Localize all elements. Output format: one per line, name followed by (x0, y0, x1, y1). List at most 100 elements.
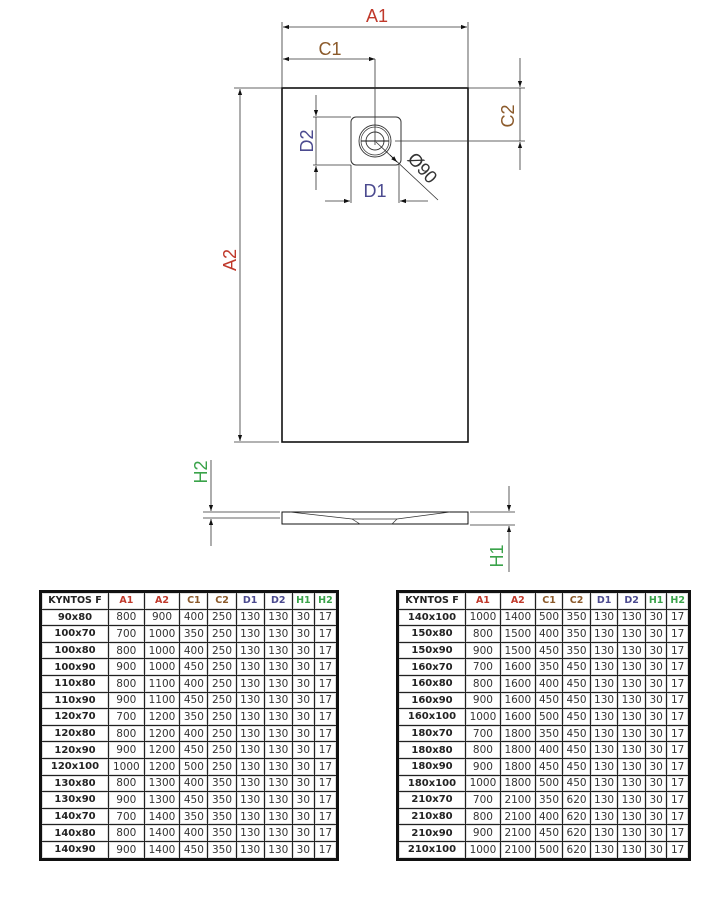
cell-a1: 800 (108, 724, 145, 743)
cell-c1: 450 (534, 757, 564, 776)
cell-c2: 620 (562, 840, 591, 860)
dim-label-a2: A2 (220, 249, 240, 271)
cell-d1: 130 (235, 757, 265, 776)
cell-model: 110x80 (40, 674, 109, 693)
cell-h2: 17 (666, 757, 690, 776)
cell-model: 150x90 (397, 641, 466, 660)
cell-c2: 250 (207, 708, 237, 726)
cell-a1: 900 (108, 691, 145, 710)
cell-h1: 30 (291, 741, 315, 759)
cell-d1: 130 (235, 691, 265, 710)
column-header-d1: D1 (589, 591, 619, 610)
cell-model: 130x80 (40, 774, 109, 793)
cell-d1: 130 (235, 724, 265, 743)
cell-d2: 130 (617, 824, 646, 842)
cell-c1: 400 (179, 674, 209, 693)
drain-cover (350, 116, 402, 166)
cell-model: 160x70 (397, 658, 466, 676)
cell-h1: 30 (644, 608, 668, 627)
cell-h2: 17 (666, 741, 690, 759)
cell-c1: 500 (534, 840, 564, 860)
column-header-d1: D1 (235, 591, 265, 610)
cell-a1: 1000 (465, 708, 501, 726)
cell-a2: 1000 (143, 625, 181, 643)
cell-h1: 30 (644, 724, 668, 743)
cell-h1: 30 (644, 741, 668, 759)
cell-h1: 30 (291, 791, 315, 809)
cell-d2: 130 (617, 625, 646, 643)
column-header-c1: C1 (179, 591, 209, 610)
cell-a2: 1000 (143, 658, 181, 676)
cell-a1: 1000 (108, 757, 145, 776)
cell-h1: 30 (644, 824, 668, 842)
cell-h2: 17 (666, 658, 690, 676)
cell-model: 210x70 (397, 791, 466, 809)
cell-a1: 900 (465, 691, 501, 710)
tray-profile (281, 511, 469, 525)
cell-a1: 800 (108, 608, 145, 627)
cell-h1: 30 (291, 757, 315, 776)
cell-d2: 130 (617, 807, 646, 826)
cell-a2: 2100 (499, 807, 536, 826)
cell-d1: 130 (589, 724, 619, 743)
cell-a2: 1300 (143, 774, 181, 793)
cell-a2: 1800 (499, 724, 536, 743)
cell-d1: 130 (589, 791, 619, 809)
cell-h2: 17 (313, 807, 339, 826)
cell-c1: 350 (534, 791, 564, 809)
cell-c2: 250 (207, 691, 237, 710)
cell-c1: 400 (179, 774, 209, 793)
column-header-a2: A2 (499, 591, 536, 610)
cell-h2: 17 (313, 774, 339, 793)
cell-h1: 30 (644, 625, 668, 643)
cell-c2: 250 (207, 641, 237, 660)
cell-d1: 130 (235, 641, 265, 660)
cell-c2: 250 (207, 757, 237, 776)
cell-h1: 30 (291, 708, 315, 726)
cell-c2: 450 (562, 658, 591, 676)
cell-model: 120x100 (40, 757, 109, 776)
cell-c1: 500 (534, 774, 564, 793)
column-header-c1: C1 (534, 591, 564, 610)
cell-d2: 130 (263, 724, 293, 743)
cell-a2: 1200 (143, 708, 181, 726)
cell-a2: 2100 (499, 824, 536, 842)
cell-a2: 1200 (143, 724, 181, 743)
cell-c1: 400 (179, 724, 209, 743)
cell-c2: 450 (562, 724, 591, 743)
cell-c1: 400 (179, 824, 209, 842)
cell-h2: 17 (313, 708, 339, 726)
cell-d1: 130 (589, 807, 619, 826)
cell-a1: 900 (465, 824, 501, 842)
cell-a1: 700 (465, 658, 501, 676)
cell-c1: 400 (179, 641, 209, 660)
cell-a2: 1800 (499, 774, 536, 793)
cell-a1: 900 (108, 741, 145, 759)
cell-c1: 350 (179, 625, 209, 643)
cell-d1: 130 (235, 708, 265, 726)
cell-d1: 130 (235, 658, 265, 676)
dim-label-a1: A1 (366, 6, 388, 26)
column-header-a2: A2 (143, 591, 181, 610)
cell-c1: 350 (179, 807, 209, 826)
cell-c1: 350 (179, 708, 209, 726)
cell-a2: 1400 (143, 824, 181, 842)
cell-c1: 400 (534, 807, 564, 826)
cell-d1: 130 (589, 840, 619, 860)
column-header-h2: H2 (313, 591, 339, 610)
cell-a1: 1000 (465, 840, 501, 860)
cell-c2: 450 (562, 691, 591, 710)
dim-label-h2: H2 (191, 460, 211, 483)
